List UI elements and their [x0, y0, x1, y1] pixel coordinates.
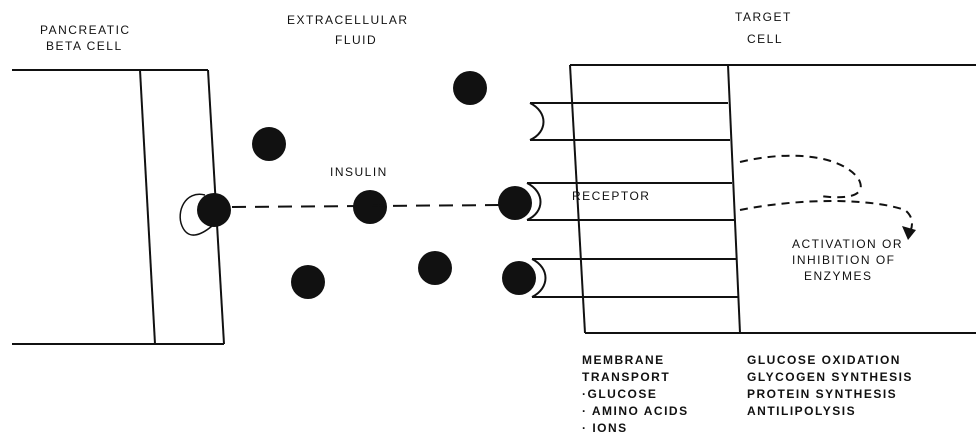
receptor-label: RECEPTOR [572, 188, 650, 204]
insulin-molecule [418, 251, 452, 285]
target-label-line2: CELL [735, 31, 792, 47]
effect-antilipolysis: ANTILIPOLYSIS [747, 403, 913, 420]
signal-arrowhead [902, 226, 916, 240]
beta-cell-label-line1: PANCREATIC [40, 22, 131, 38]
effect-protein-synthesis: PROTEIN SYNTHESIS [747, 386, 913, 403]
transport-item-ions: · IONS [582, 420, 689, 437]
membrane-transport-list: MEMBRANE TRANSPORT ·GLUCOSE · AMINO ACID… [582, 352, 689, 437]
enzyme-activation-label: ACTIVATION OR INHIBITION OF ENZYMES [792, 236, 903, 284]
activation-line3: ENZYMES [792, 268, 903, 284]
effect-glucose-oxidation: GLUCOSE OXIDATION [747, 352, 913, 369]
beta-cell-label: PANCREATIC BETA CELL [40, 22, 131, 54]
transport-item-amino-acids: · AMINO ACIDS [582, 403, 689, 420]
bound-insulin [498, 186, 536, 295]
membrane-transport-title-line2: TRANSPORT [582, 369, 689, 386]
beta-cell-label-line2: BETA CELL [40, 38, 131, 54]
insulin-molecule [197, 193, 231, 227]
insulin-molecule [453, 71, 487, 105]
bound-insulin-molecule [502, 261, 536, 295]
bound-insulin-molecule [498, 186, 532, 220]
transport-item-glucose: ·GLUCOSE [582, 386, 689, 403]
insulin-molecule [252, 127, 286, 161]
insulin-molecule [291, 265, 325, 299]
extracellular-fluid-label: EXTRACELLULAR FLUID [287, 12, 409, 48]
membrane-transport-title-line1: MEMBRANE [582, 352, 689, 369]
activation-line2: INHIBITION OF [792, 252, 903, 268]
target-label-line1: TARGET [735, 9, 792, 25]
effect-glycogen-synthesis: GLYCOGEN SYNTHESIS [747, 369, 913, 386]
beta-cell [12, 70, 224, 344]
target-cell-label: TARGET CELL [735, 9, 792, 47]
receptor-top [530, 103, 730, 140]
extracellular-label-line2: FLUID [287, 32, 409, 48]
receptor-bottom [532, 259, 738, 297]
signal-paths [740, 156, 912, 232]
insulin-molecules [197, 71, 487, 299]
insulin-label: INSULIN [330, 164, 388, 180]
activation-line1: ACTIVATION OR [792, 236, 903, 252]
extracellular-label-line1: EXTRACELLULAR [287, 12, 409, 28]
metabolic-effects-list: GLUCOSE OXIDATION GLYCOGEN SYNTHESIS PRO… [747, 352, 913, 420]
